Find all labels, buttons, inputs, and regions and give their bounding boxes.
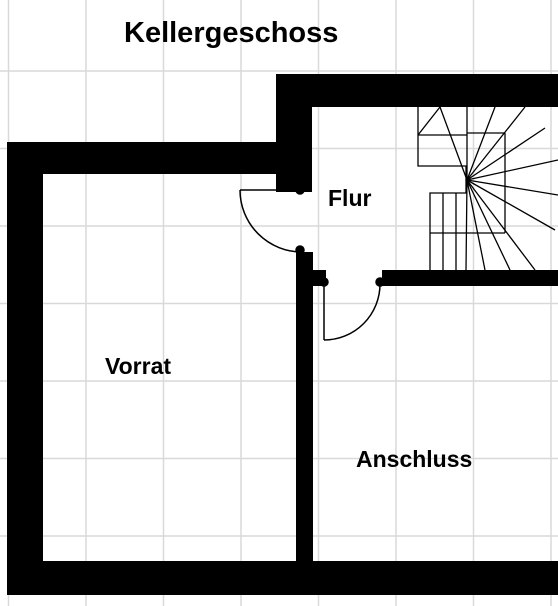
wall-partition-horizontal-left bbox=[296, 270, 326, 286]
door-swing-arc bbox=[239, 189, 303, 253]
stair-step bbox=[466, 106, 526, 181]
stair-step bbox=[466, 159, 558, 181]
door-hinge bbox=[295, 245, 305, 255]
wall-top-right bbox=[276, 74, 558, 107]
room-label-anschluss: Anschluss bbox=[356, 446, 473, 472]
room-label-flur: Flur bbox=[328, 185, 372, 211]
wall-bottom bbox=[7, 561, 558, 595]
wall-notch-vertical bbox=[276, 74, 312, 192]
walls bbox=[7, 74, 558, 595]
door-hinge bbox=[319, 277, 329, 287]
stair-step bbox=[466, 179, 486, 271]
stair-outline bbox=[417, 107, 467, 270]
stair-step bbox=[466, 179, 556, 231]
door-flur-anschluss bbox=[319, 277, 385, 341]
stair-step bbox=[439, 106, 468, 181]
wall-top-left bbox=[7, 142, 312, 174]
plan-title: Kellergeschoss bbox=[124, 17, 339, 49]
door-vorrat-flur bbox=[239, 185, 305, 255]
door-swing-arc bbox=[323, 283, 381, 341]
stair-step bbox=[466, 179, 511, 271]
stair-step bbox=[466, 179, 558, 196]
room-label-vorrat: Vorrat bbox=[105, 353, 172, 379]
wall-left bbox=[7, 142, 43, 595]
wall-partition-lower bbox=[296, 252, 313, 568]
staircase bbox=[417, 106, 558, 271]
stair-step bbox=[466, 179, 536, 271]
stair-outline bbox=[417, 106, 441, 136]
door-hinge bbox=[375, 277, 385, 287]
stair-step bbox=[466, 106, 496, 181]
wall-partition-horizontal-right bbox=[382, 270, 558, 286]
door-hinge bbox=[295, 185, 305, 195]
stair-step bbox=[466, 127, 546, 181]
stair-step bbox=[465, 179, 468, 271]
